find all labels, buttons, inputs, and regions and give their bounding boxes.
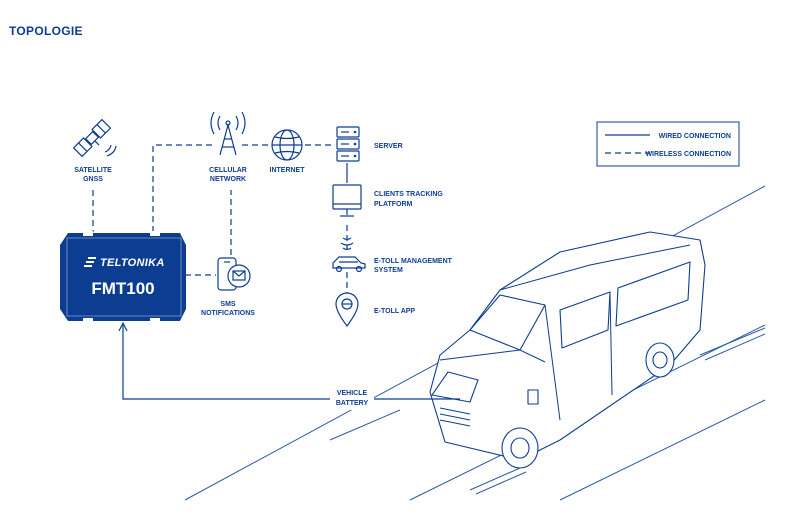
cellular-label: CELLULAR: [209, 167, 247, 174]
fmt100-device: [60, 231, 186, 323]
vehicle-label: VEHICLE: [337, 390, 368, 397]
notifications-label: NOTIFICATIONS: [201, 310, 255, 317]
etoll-system-label: E-TOLL MANAGEMENT: [374, 258, 453, 265]
legend-wired-label: WIRED CONNECTION: [659, 133, 731, 140]
monitor-icon: [332, 184, 362, 217]
battery-label: BATTERY: [336, 400, 369, 407]
cellular-tower-icon: [210, 111, 246, 156]
sms-phone-icon: [217, 257, 251, 291]
van-icon: [429, 231, 706, 469]
server-label: SERVER: [374, 143, 403, 150]
legend-wireless-label: WIRELESS CONNECTION: [645, 151, 731, 158]
network-label: NETWORK: [210, 176, 246, 183]
server-icon: [336, 126, 360, 162]
gnss-label: GNSS: [83, 176, 103, 183]
clients-label: CLIENTS TRACKING: [374, 191, 443, 198]
legend: [596, 121, 740, 167]
platform-label: PLATFORM: [374, 201, 413, 208]
device-model: FMT100: [91, 279, 154, 298]
globe-icon: [271, 129, 303, 161]
system-label: SYSTEM: [374, 267, 403, 274]
device-brand: TELTONIKA: [100, 257, 165, 269]
wireless-waves-icon: [340, 237, 354, 251]
satellite-icon: [72, 118, 117, 158]
sms-label: SMS: [220, 301, 236, 308]
etoll-app-label: E-TOLL APP: [374, 308, 415, 315]
teltonika-logo-icon: [84, 257, 96, 267]
internet-label: INTERNET: [270, 167, 306, 174]
page-title: TOPOLOGIE: [9, 24, 83, 38]
car-icon: [332, 256, 366, 273]
satellite-label: SATELLITE: [74, 167, 112, 174]
location-pin-icon: [335, 292, 359, 328]
